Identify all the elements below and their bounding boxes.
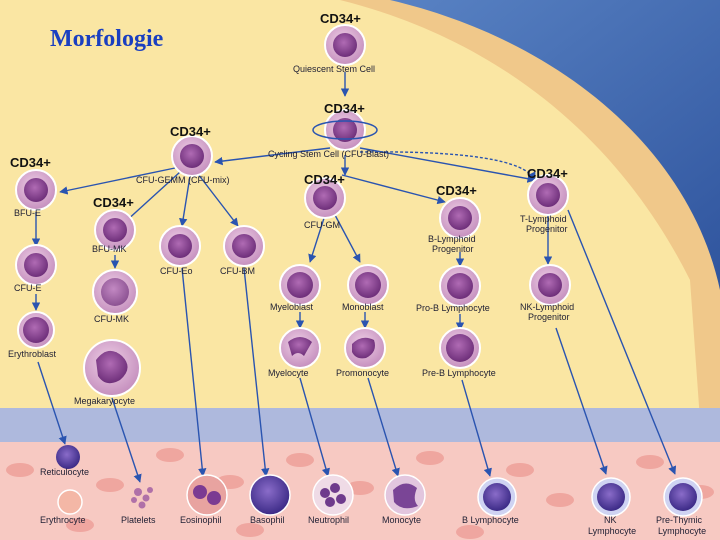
cd34-marker-cycling: CD34+ <box>324 101 365 116</box>
label-pre-thymic-line-1: Pre-Thymic <box>656 515 703 525</box>
cd34-marker-bfu-e: CD34+ <box>10 155 51 170</box>
label-quiescent-stem: Quiescent Stem Cell <box>293 64 375 74</box>
cell-cfu-e <box>15 244 57 286</box>
label-b-lymphoid-line-2: Progenitor <box>432 244 474 254</box>
cell-reticulocyte <box>56 445 80 469</box>
cell-cfu-gemm <box>171 135 213 177</box>
label-cycling-stem: Cycling Stem Cell (CFU-Blast) <box>268 149 389 159</box>
cell-myelocyte <box>279 327 321 369</box>
cell-pro-b <box>439 265 481 307</box>
label-cfu-bm: CFU-BM <box>220 266 255 276</box>
label-monoblast: Monoblast <box>342 302 384 312</box>
cell-b-lymphocyte <box>477 477 517 517</box>
cell-eosinophil <box>186 474 228 516</box>
label-pro-b: Pro-B Lymphocyte <box>416 303 490 313</box>
label-erythrocyte: Erythrocyte <box>40 515 86 525</box>
cell-myeloblast <box>279 264 321 306</box>
cell-basophil <box>249 474 291 516</box>
label-myelocyte: Myelocyte <box>268 368 309 378</box>
label-bfu-mk: BFU-MK <box>92 244 127 254</box>
cell-bfu-e <box>15 169 57 211</box>
label-cfu-mk: CFU-MK <box>94 314 129 324</box>
label-monocyte: Monocyte <box>382 515 421 525</box>
label-basophil: Basophil <box>250 515 285 525</box>
lineage-arrows <box>31 72 677 483</box>
cell-cfu-bm <box>223 225 265 267</box>
label-cfu-e: CFU-E <box>14 283 42 293</box>
cell-monocyte <box>384 474 426 516</box>
cd34-marker-cfu-gemm: CD34+ <box>170 124 211 139</box>
cell-nk-lymphocyte <box>591 477 631 517</box>
cell-cycling-stem <box>312 109 378 151</box>
label-bfu-e: BFU-E <box>14 208 41 218</box>
label-megakaryocyte: Megakaryocyte <box>74 396 135 406</box>
cell-nk-lymphoid-progenitor <box>529 264 571 306</box>
cell-erythroblast <box>17 311 55 349</box>
label-pre-thymic-line-2: Lymphocyte <box>658 526 706 536</box>
cell-pre-b <box>439 327 481 369</box>
cell-t-lymphoid-progenitor <box>527 174 569 216</box>
label-nk-line-1: NK <box>604 515 617 525</box>
label-nk-lymphoid-line-2: Progenitor <box>528 312 570 322</box>
label-pre-b: Pre-B Lymphocyte <box>422 368 496 378</box>
label-t-lymphoid-line-2: Progenitor <box>526 224 568 234</box>
cd34-marker-bfu-mk: CD34+ <box>93 195 134 210</box>
cd34-marker-t-lymphoid: CD34+ <box>527 166 568 181</box>
label-erythroblast: Erythroblast <box>8 349 57 359</box>
cd34-marker-quiescent: CD34+ <box>320 11 361 26</box>
slide-title: Morfologie <box>50 26 164 52</box>
cell-bfu-mk <box>94 209 136 251</box>
cell-monoblast <box>347 264 389 306</box>
cell-erythrocyte <box>57 489 83 515</box>
label-promonocyte: Promonocyte <box>336 368 389 378</box>
cell-cfu-mk <box>92 269 138 315</box>
cell-quiescent-stem <box>324 24 366 66</box>
label-eosinophil: Eosinophil <box>180 515 222 525</box>
label-cfu-gm: CFU-GM <box>304 220 340 230</box>
label-cfu-gemm: CFU-GEMM (CFU-mix) <box>136 175 229 185</box>
label-myeloblast: Myeloblast <box>270 302 314 312</box>
cell-cfu-gm <box>304 177 346 219</box>
label-cfu-eo: CFU-Eo <box>160 266 193 276</box>
cell-neutrophil <box>312 474 354 516</box>
cell-platelets <box>131 487 153 509</box>
label-nk-line-2: Lymphocyte <box>588 526 636 536</box>
cell-b-lymphoid-progenitor <box>439 197 481 239</box>
cd34-marker-b-lymphoid: CD34+ <box>436 183 477 198</box>
label-b-lymphoid-line-1: B-Lymphoid <box>428 234 476 244</box>
label-platelets: Platelets <box>121 515 156 525</box>
cell-promonocyte <box>344 327 386 369</box>
label-b-lymphocyte: B Lymphocyte <box>462 515 519 525</box>
cd34-marker-cfu-gm: CD34+ <box>304 172 345 187</box>
label-t-lymphoid-line-1: T-Lymphoid <box>520 214 567 224</box>
diagram-background <box>0 0 700 420</box>
cell-megakaryocyte <box>83 339 141 397</box>
label-reticulocyte: Reticulocyte <box>40 467 89 477</box>
label-nk-lymphoid-line-1: NK-Lymphoid <box>520 302 574 312</box>
cell-pre-thymic-lymphocyte <box>663 477 703 517</box>
cell-cfu-eo <box>159 225 201 267</box>
label-neutrophil: Neutrophil <box>308 515 349 525</box>
